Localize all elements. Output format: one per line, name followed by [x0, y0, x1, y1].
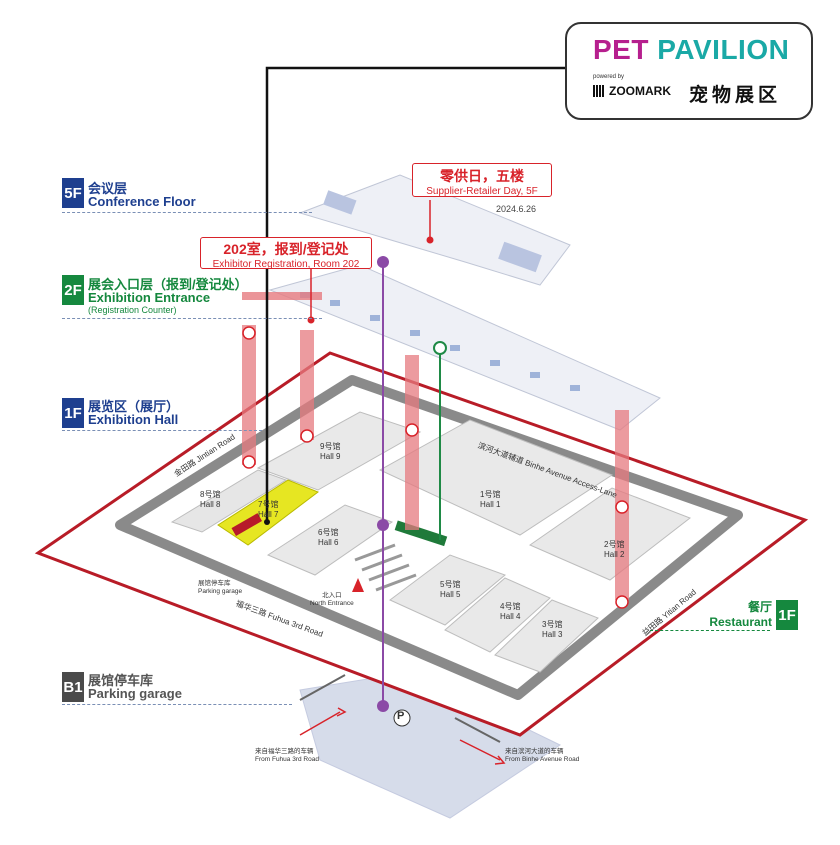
pet-pavilion-logo: PET PAVILION powered by ZOOMARK 宠物展区 — [565, 22, 813, 120]
floor-badge-5f: 5F — [62, 178, 84, 208]
site-outline — [34, 351, 809, 737]
floor-5f-dash — [62, 212, 312, 213]
floor-2f-dash — [62, 318, 322, 319]
hall-7-target-dot — [264, 519, 270, 525]
floor-5f-en: Conference Floor — [88, 194, 196, 209]
floor-badge-2f: 2F — [62, 275, 84, 305]
link-bar-2f — [242, 292, 322, 300]
floor-1f-cn: 展览区（展厅） — [88, 399, 180, 414]
restaurant-floor-badge: 1F — [776, 600, 798, 630]
hall-6-block — [266, 504, 394, 576]
floor-2f-plate — [268, 264, 661, 431]
green-stair-icon — [433, 341, 447, 355]
hall-2-block — [528, 487, 692, 581]
parking-symbol-circle — [393, 709, 411, 727]
floor-5f-room-b — [498, 241, 542, 273]
north-entrance-arrow — [352, 578, 364, 592]
supplier-day-callout: 零供日，五楼 Supplier-Retailer Day, 5F — [412, 163, 552, 197]
floor-5f-room-a — [323, 190, 357, 215]
supplier-day-cn: 零供日，五楼 — [440, 168, 524, 184]
floor-2f-en: Exhibition Entrance — [88, 290, 211, 305]
hall-7-booth-marker — [231, 513, 262, 536]
hall-5-block — [389, 554, 506, 626]
elevator-icons — [377, 256, 389, 712]
logo-zoomark: ZOOMARK — [593, 84, 671, 98]
restaurant-cn: 餐厅 — [747, 600, 772, 614]
parking-divider-left — [299, 674, 346, 701]
floor-badge-b1: B1 — [62, 672, 84, 702]
floor-2f-sub: (Registration Counter) — [88, 305, 177, 315]
floor-b1-dash — [62, 704, 292, 705]
hall-3-block — [494, 599, 599, 673]
logo-wordmark: PET PAVILION — [593, 34, 789, 66]
registration-en: Exhibitor Registration, Room 202 — [212, 259, 360, 270]
registration-callout: 202室，报到/登记处 Exhibitor Registration, Room… — [200, 237, 372, 270]
floor-1f-dash — [62, 430, 262, 431]
perimeter-road — [115, 375, 743, 700]
zoomark-icon — [593, 85, 605, 97]
registration-cn: 202室，报到/登记处 — [223, 241, 349, 257]
floor-b1-cn: 展馆停车库 — [88, 673, 154, 688]
hall-9-block — [256, 411, 422, 491]
pet-pavilion-leader-line — [265, 66, 565, 520]
hall-4-block — [444, 577, 551, 653]
parking-p-icon: P — [397, 710, 405, 722]
floor-5f-cn: 会议层 — [88, 181, 128, 196]
floor-2f-cn: 展会入口层（报到/登记处） — [88, 277, 248, 292]
hall-8-block — [170, 469, 288, 533]
supplier-pin — [426, 236, 434, 244]
floor-1f-en: Exhibition Hall — [88, 412, 179, 427]
restaurant-dash — [650, 630, 770, 631]
logo-chinese: 宠物展区 — [689, 85, 782, 106]
logo-pavilion: PAVILION — [657, 34, 790, 65]
escalator-symbols — [242, 326, 629, 609]
garage-arrows — [299, 707, 506, 765]
restaurant-en: Restaurant — [709, 615, 772, 629]
restaurant-label: 餐厅 Restaurant — [660, 598, 772, 629]
floor-badge-1f: 1F — [62, 398, 84, 428]
logo-pet: PET — [593, 34, 649, 65]
logo-powered-by: powered by — [593, 74, 625, 80]
supplier-day-en: Supplier-Retailer Day, 5F — [426, 186, 538, 197]
supplier-day-date: 2024.6.26 — [496, 204, 537, 214]
floor-b1-en: Parking garage — [88, 686, 182, 701]
parking-divider-right — [454, 717, 501, 743]
